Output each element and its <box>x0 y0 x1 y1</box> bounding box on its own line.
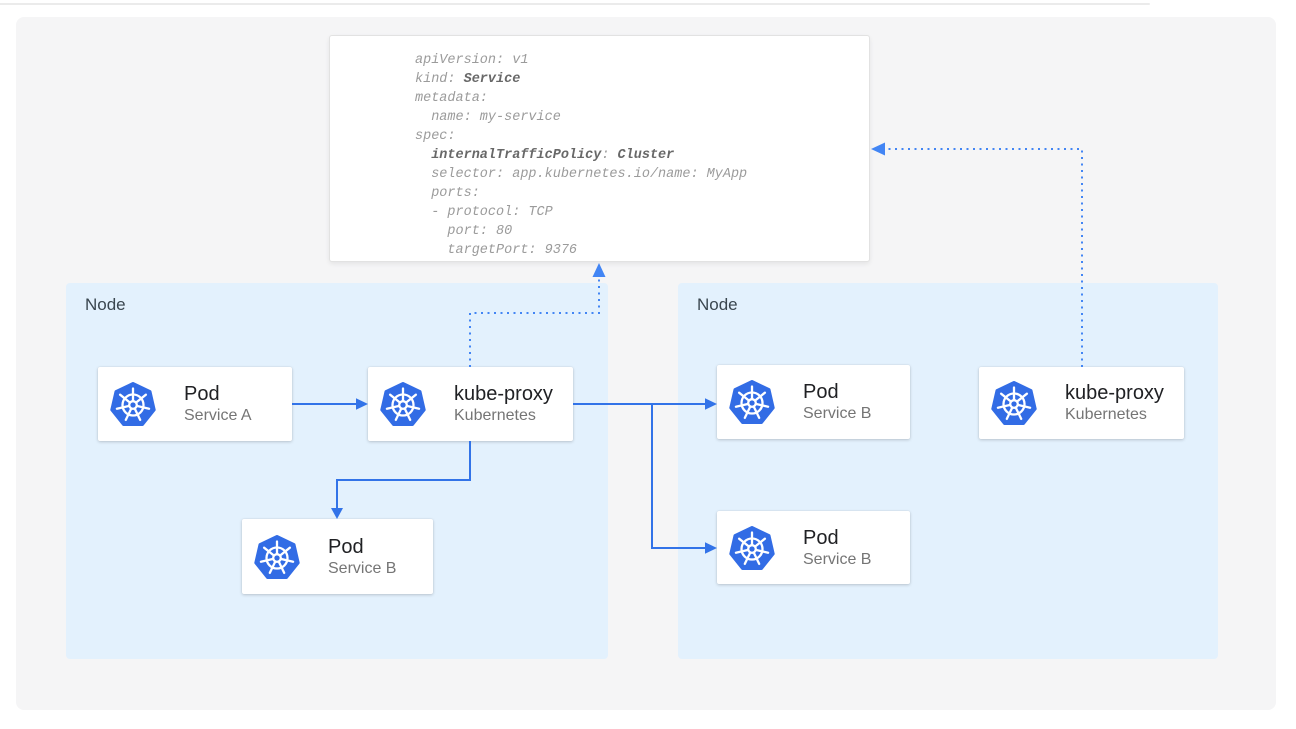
pod-card-service-b-right-top: Pod Service B <box>717 365 910 439</box>
kube-proxy-card-right: kube-proxy Kubernetes <box>979 367 1184 439</box>
pod-card-service-a: Pod Service A <box>98 367 292 441</box>
card-title: kube-proxy <box>454 383 553 405</box>
yaml-line: selector: app.kubernetes.io/name: MyApp <box>415 167 748 182</box>
card-text: Pod Service A <box>184 383 252 425</box>
card-text: Pod Service B <box>328 536 396 578</box>
node-label: Node <box>697 295 738 314</box>
card-subtitle: Service B <box>328 559 397 577</box>
yaml-line: port: 80 <box>415 224 513 239</box>
kube-proxy-card-left: kube-proxy Kubernetes <box>368 367 573 441</box>
yaml-line: apiVersion: v1 <box>415 53 529 68</box>
yaml-line: kind: Service <box>415 72 521 87</box>
card-title: Pod <box>328 535 364 558</box>
card-title: Pod <box>803 526 839 549</box>
card-text: kube-proxy Kubernetes <box>454 383 553 425</box>
yaml-line: metadata: <box>415 91 488 106</box>
card-subtitle: Service B <box>803 405 872 422</box>
yaml-line: targetPort: 9376 <box>415 243 578 258</box>
kubernetes-icon <box>110 381 156 427</box>
card-text: Pod Service B <box>803 527 871 569</box>
kubernetes-icon <box>254 534 300 580</box>
yaml-line: - protocol: TCP <box>415 205 553 220</box>
pod-card-service-b-left: Pod Service B <box>242 519 433 594</box>
card-title: Pod <box>184 383 220 405</box>
yaml-line: name: my-service <box>415 110 561 125</box>
card-subtitle: Service B <box>803 550 872 568</box>
card-title: Pod <box>803 381 839 403</box>
service-yaml-panel: apiVersion: v1 kind: Service metadata: n… <box>329 35 870 262</box>
yaml-line: spec: <box>415 129 456 144</box>
card-title: kube-proxy <box>1065 382 1164 404</box>
kubernetes-icon <box>380 381 426 427</box>
card-text: kube-proxy Kubernetes <box>1065 382 1164 424</box>
kubernetes-icon <box>729 379 775 425</box>
yaml-line: ports: <box>415 186 480 201</box>
card-subtitle: Kubernetes <box>1065 406 1147 423</box>
card-subtitle: Kubernetes <box>454 407 536 424</box>
kubernetes-icon <box>991 380 1037 426</box>
yaml-line-internal-traffic-policy: internalTrafficPolicy: Cluster <box>415 148 675 163</box>
card-subtitle: Service A <box>184 407 252 424</box>
node-label: Node <box>85 295 126 314</box>
pod-card-service-b-right-bottom: Pod Service B <box>717 511 910 584</box>
kubernetes-icon <box>729 525 775 571</box>
card-text: Pod Service B <box>803 381 871 423</box>
yaml-code: apiVersion: v1 kind: Service metadata: n… <box>415 51 747 260</box>
node-box-right: Node <box>678 283 1218 659</box>
node-box-left: Node <box>66 283 608 659</box>
top-divider <box>0 3 1150 5</box>
